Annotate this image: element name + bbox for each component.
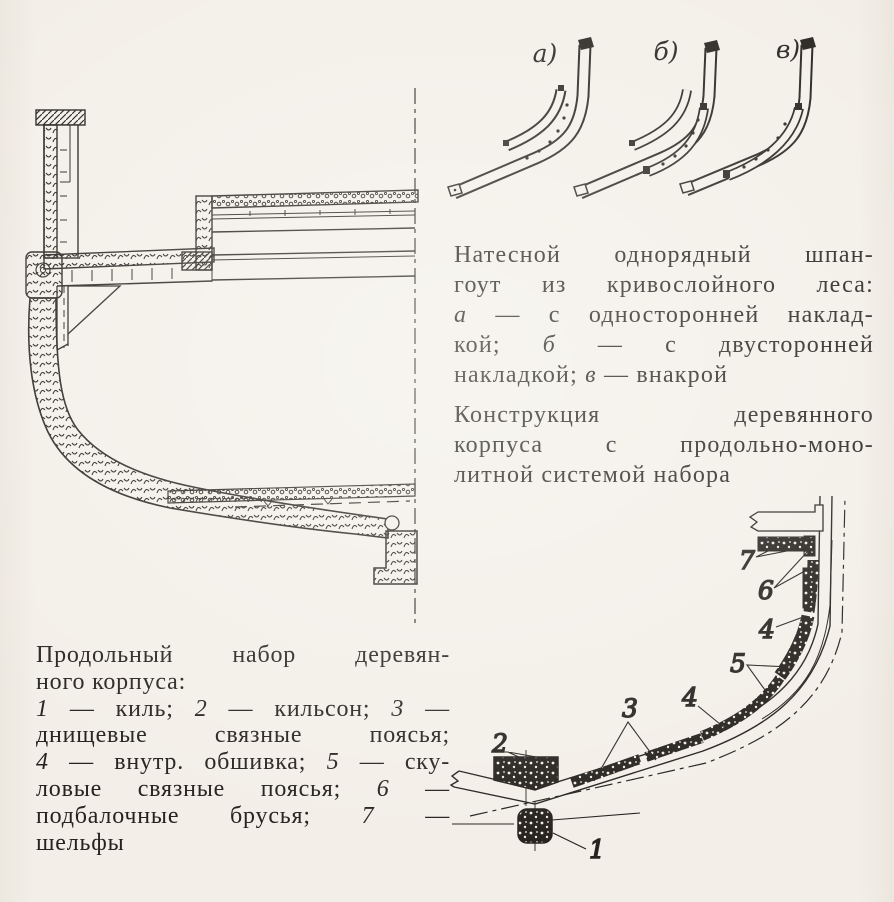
caption-line: корпуса с продольно-моно- xyxy=(454,432,874,458)
strakes xyxy=(570,559,819,788)
frame-label-v: в) xyxy=(776,35,800,64)
shelf xyxy=(757,536,814,552)
frame-variant-b: б) xyxy=(573,37,720,199)
caption-line: 4 — внутр. обшивка; 5 — ску- xyxy=(36,749,450,776)
part-marker-5: 5 xyxy=(730,649,746,678)
caption-line: гоут из кривослойного леса: xyxy=(454,272,874,298)
deck-beam xyxy=(748,504,824,532)
side-deck xyxy=(43,247,215,287)
part-marker-7: 7 xyxy=(739,546,755,575)
frame-variant-v: в) xyxy=(679,35,816,196)
frame-variant-a: а) xyxy=(447,37,594,199)
caption-line: днищевые связные поясья; xyxy=(36,722,450,749)
reference-centerline xyxy=(469,495,846,817)
hull-cross-section-figure xyxy=(25,88,419,625)
caption-line: литной системой набора xyxy=(454,462,732,488)
longitudinal-framing-figure: 2 1 3 4 5 4 6 7 xyxy=(449,495,846,865)
frame-label-b: б) xyxy=(653,37,678,66)
inner-bottom-band xyxy=(167,483,416,504)
raised-deck xyxy=(211,189,419,281)
caption-line: Продольный набор деревян- xyxy=(36,642,450,668)
carlin-block xyxy=(181,251,213,271)
caption-line: Натесной однорядный шпан- xyxy=(454,242,874,268)
longitudinal-caption: Продольный набор деревян-ного корпуса:1 … xyxy=(36,642,450,856)
frame-label-a: а) xyxy=(533,39,558,68)
part-marker-4b: 4 xyxy=(681,683,698,712)
frame-variants-figure: а) б) xyxy=(447,35,816,199)
beam-chock xyxy=(802,567,814,609)
caption-line: шельфы xyxy=(36,829,125,856)
part-marker-2: 2 xyxy=(491,729,508,758)
frame-caption: Натесной однорядный шпан-гоут из кривосл… xyxy=(454,240,874,390)
kilson xyxy=(493,756,559,791)
caption-line: 1 — киль; 2 — кильсон; 3 — xyxy=(36,695,450,722)
keel xyxy=(517,808,553,844)
leader-lines xyxy=(504,548,809,850)
caption-line: накладкой; в — внакрой xyxy=(454,362,729,388)
caption-line: а — с односторонней наклад- xyxy=(454,302,874,328)
part-marker-4a: 4 xyxy=(758,615,775,644)
part-markers: 2 1 3 4 5 4 6 7 xyxy=(490,545,775,864)
keel-section xyxy=(373,530,418,585)
part-marker-3: 3 xyxy=(622,694,638,723)
caption-line: подбалочные брусья; 7 — xyxy=(36,802,451,829)
samson-post xyxy=(35,109,86,259)
caption-line: Конструкция деревянного xyxy=(454,402,874,428)
part-marker-1: 1 xyxy=(589,835,605,864)
caption-line: ловые связные поясья; 6 — xyxy=(36,775,450,802)
limber-hole xyxy=(384,515,400,531)
caption-line: кой; б — с двусторонней xyxy=(454,332,874,358)
caption-line: ного корпуса: xyxy=(36,668,187,695)
construction-caption: Конструкция деревянного корпуса с продоль… xyxy=(454,400,874,490)
part-marker-6: 6 xyxy=(758,576,774,605)
knee-bracket xyxy=(56,285,122,351)
